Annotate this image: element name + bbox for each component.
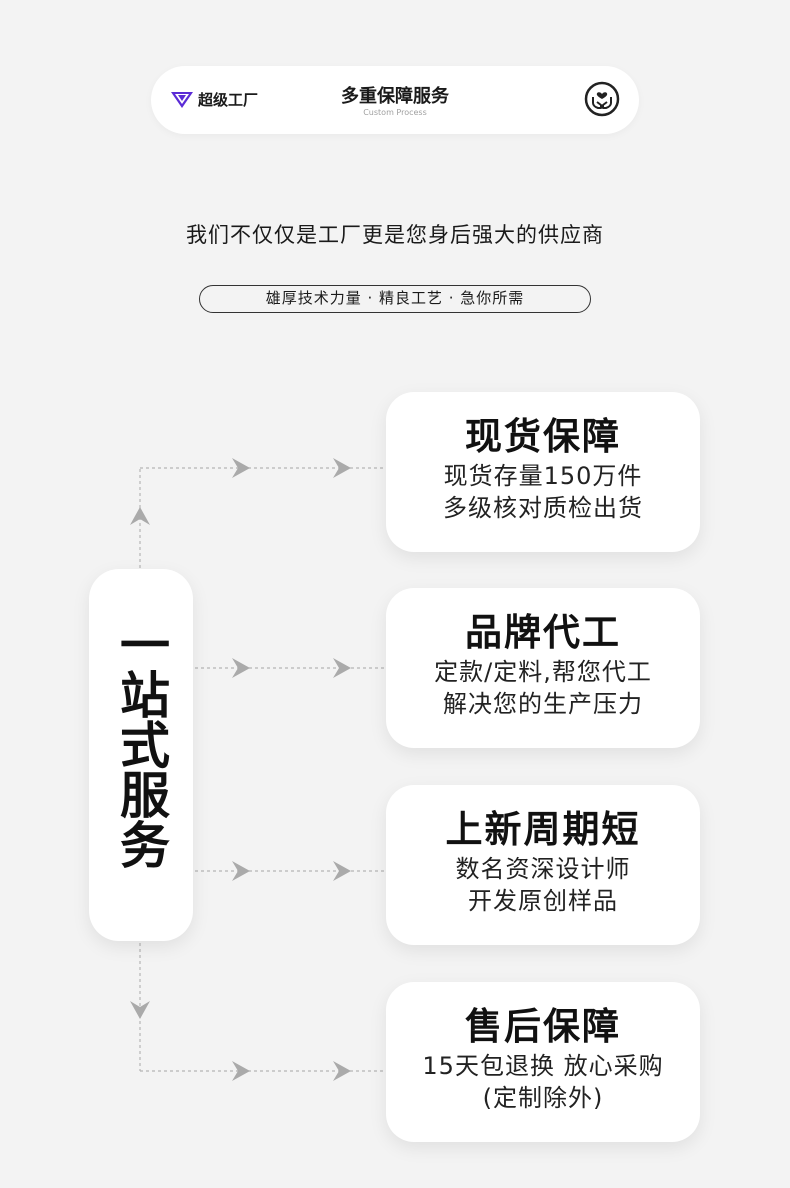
header-subtitle: Custom Process xyxy=(363,108,427,117)
stock-guarantee-card: 现货保障 现货存量150万件 多级核对质检出货 xyxy=(386,392,700,552)
card-title: 现货保障 xyxy=(465,415,621,458)
card-line: 数名资深设计师 xyxy=(455,855,631,883)
card-title: 上新周期短 xyxy=(445,808,641,851)
card-title: 品牌代工 xyxy=(465,611,621,654)
card-line: 现货存量150万件 xyxy=(443,462,643,490)
card-line: (定制除外) xyxy=(482,1084,604,1112)
card-line: 多级核对质检出货 xyxy=(443,494,643,522)
header-bar: 超级工厂 多重保障服务 Custom Process xyxy=(151,66,639,134)
card-line: 解决您的生产压力 xyxy=(443,690,643,718)
side-label: 一站式服务 xyxy=(112,619,170,869)
one-stop-service-card: 一站式服务 xyxy=(89,569,193,941)
header-title: 多重保障服务 xyxy=(341,86,449,107)
card-title: 售后保障 xyxy=(465,1005,621,1048)
feature-pill: 雄厚技术力量 · 精良工艺 · 急你所需 xyxy=(199,285,591,313)
after-sales-card: 售后保障 15天包退换 放心采购 (定制除外) xyxy=(386,982,700,1142)
card-line: 定款/定料,帮您代工 xyxy=(434,658,652,686)
short-cycle-card: 上新周期短 数名资深设计师 开发原创样品 xyxy=(386,785,700,945)
card-line: 开发原创样品 xyxy=(468,887,618,915)
arrow-heads xyxy=(130,458,351,1081)
brand-logo[interactable]: 超级工厂 xyxy=(169,88,258,110)
hands-heart-icon xyxy=(584,81,620,117)
page-headline: 我们不仅仅是工厂更是您身后强大的供应商 xyxy=(186,223,604,247)
card-line: 15天包退换 放心采购 xyxy=(422,1052,664,1080)
diamond-logo-icon xyxy=(171,92,193,108)
brand-oem-card: 品牌代工 定款/定料,帮您代工 解决您的生产压力 xyxy=(386,588,700,748)
logo-text: 超级工厂 xyxy=(198,90,259,109)
